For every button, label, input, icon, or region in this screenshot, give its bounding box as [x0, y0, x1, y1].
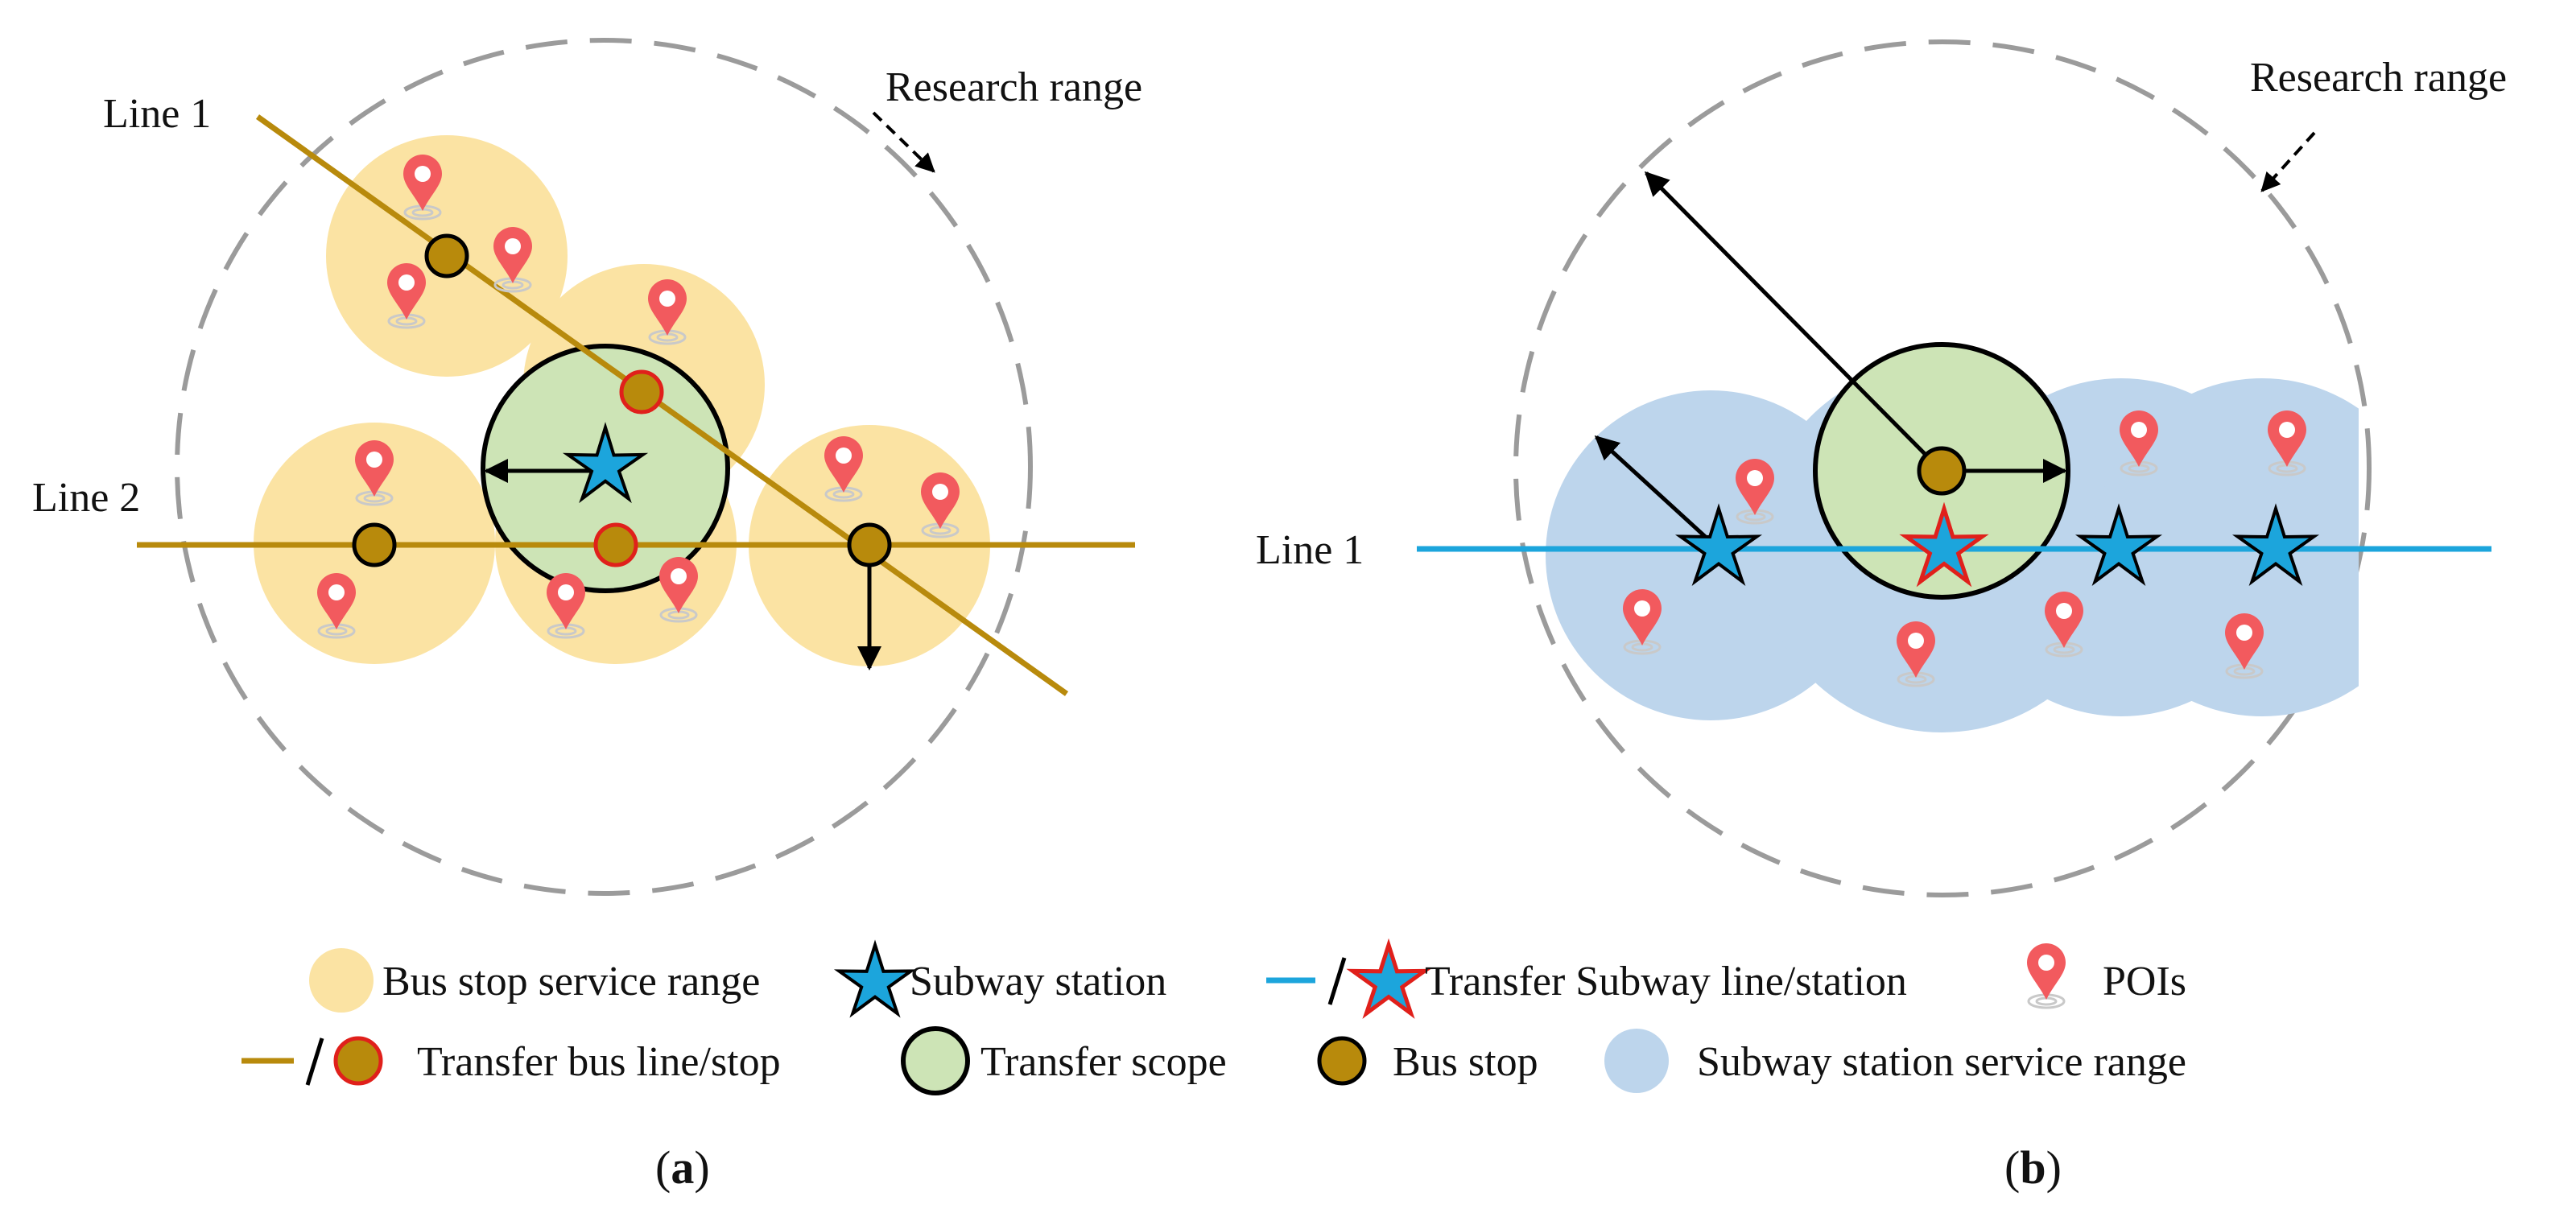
legend-transfer-scope-icon [901, 1026, 970, 1095]
bus-stop-b [1917, 446, 1967, 496]
legend-subway-station-label: Subway station [910, 959, 1166, 1004]
caption-a: (a) [655, 1141, 710, 1194]
legend-bus-stop-icon [1317, 1036, 1367, 1086]
research-pointer-arrow-b [2260, 131, 2316, 192]
transfer-subway-station-star [1899, 501, 1989, 588]
panel-a: Research range Line 1 Line 2 [32, 38, 1142, 896]
caption-a-close: ) [694, 1141, 709, 1194]
line1-label-b: Line 1 [1256, 527, 1364, 573]
poi-icon [402, 153, 444, 221]
poi-icon [492, 225, 534, 293]
bus-stop [424, 233, 469, 278]
poi-icon [1734, 457, 1776, 525]
legend-transfer-scope-label: Transfer scope [980, 1039, 1227, 1085]
poi-icon [2223, 612, 2265, 679]
caption-a-letter: a [671, 1141, 694, 1194]
research-pointer-arrow [872, 111, 935, 173]
legend-pois-label: POIs [2103, 959, 2186, 1004]
poi-icon [353, 439, 395, 506]
research-range-circle [175, 38, 1033, 896]
legend-bus-stop-label: Bus stop [1393, 1039, 1538, 1085]
research-radius-arrow [1644, 171, 1943, 472]
poi-icon [545, 571, 587, 639]
caption-b-close: ) [2046, 1141, 2062, 1194]
poi-icon [2118, 409, 2160, 476]
poi-icon [919, 471, 961, 538]
subway-station-star [2074, 503, 2163, 586]
legend-transfer-bus-stop-icon [333, 1036, 383, 1086]
line2-label: Line 2 [32, 475, 140, 521]
panel-b: Research range Line 1 [1256, 39, 2507, 897]
legend-subway-range-label: Subway station service range [1697, 1039, 2186, 1085]
arrows-a [484, 459, 881, 670]
poi-icon [1621, 588, 1663, 655]
poi-icon [823, 435, 865, 502]
research-range-label: Research range [886, 64, 1142, 110]
line1-label: Line 1 [103, 91, 211, 137]
caption-a-open: ( [655, 1141, 671, 1194]
caption-b-letter: b [2020, 1141, 2046, 1194]
legend-transfer-bus-label: Transfer bus line/stop [417, 1039, 781, 1085]
poi-icon [2266, 409, 2308, 476]
legend: Bus stop service range Subway station Tr… [242, 938, 2186, 1095]
legend-subway-range-swatch [1604, 1029, 1669, 1093]
service-radius-arrow-b [1594, 435, 1720, 551]
transfer-bus-stop [619, 369, 664, 415]
caption-b-open: ( [2004, 1141, 2020, 1194]
legend-slash-icon-2 [305, 1037, 324, 1086]
poi-icon [2043, 590, 2085, 658]
legend-slash-icon [1327, 957, 1347, 1005]
legend-bus-range-swatch [309, 948, 374, 1013]
poi-icon [386, 262, 427, 329]
bus-stop [352, 522, 397, 567]
legend-subway-station-icon [833, 939, 917, 1018]
research-range-circle-b [1513, 39, 2372, 897]
poi-icon [658, 555, 700, 623]
poi-icon [316, 571, 357, 639]
subway-station-star [1674, 503, 1763, 586]
transfer-bus-stops-a [593, 369, 664, 567]
poi-icon [1895, 620, 1937, 687]
bus-line-1 [255, 114, 1069, 696]
legend-transfer-station-icon [1346, 938, 1431, 1019]
bus-stops-a [352, 233, 892, 567]
legend-bus-range-label: Bus stop service range [382, 959, 760, 1004]
subway-station-star [2231, 503, 2320, 586]
transfer-bus-stop [593, 522, 638, 567]
legend-poi-icon [2025, 942, 2067, 1009]
caption-b: (b) [2004, 1141, 2062, 1194]
subway-stations-b [1674, 503, 2320, 586]
bus-stop [847, 522, 892, 567]
legend-transfer-subway-label: Transfer Subway line/station [1425, 959, 1907, 1004]
research-range-label-b: Research range [2250, 55, 2507, 101]
poi-icon [646, 278, 688, 345]
subway-station-star [562, 422, 649, 504]
